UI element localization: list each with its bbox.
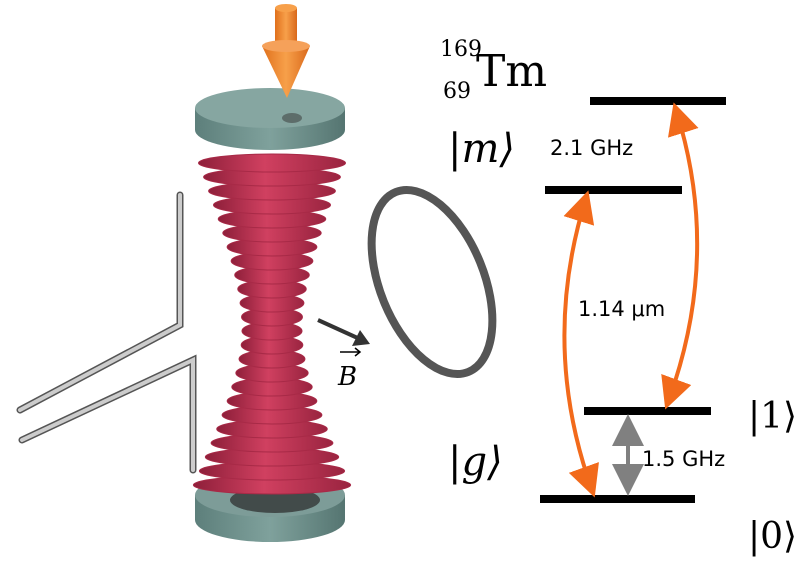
g-splitting-label: 1.5 GHz: [642, 447, 725, 471]
isotope-atomic-number: 69: [443, 79, 471, 104]
energy-levels: [540, 97, 726, 503]
field-label-b: B: [337, 362, 357, 392]
m-splitting-label: 2.1 GHz: [550, 136, 633, 160]
level-label-0: |0⟩: [748, 516, 797, 557]
level-label-g: |g⟩: [448, 439, 503, 485]
electrode-wires: [16, 191, 197, 474]
beam-wavefront: [197, 153, 347, 173]
level-label-1: |1⟩: [748, 396, 797, 437]
optical-transition-arrow: [562, 190, 599, 498]
magnetic-coil-ring: [367, 185, 497, 379]
top-mirror: [195, 88, 345, 150]
isotope-mass-number: 169: [440, 37, 482, 62]
cavity-beam: [192, 153, 352, 495]
magnetic-field-arrow: [317, 318, 370, 346]
optical-wavelength-label: 1.14 μm: [578, 297, 665, 321]
isotope-symbol: Tm: [476, 46, 547, 97]
input-laser-arrow-icon: [262, 4, 310, 98]
vector-arrow-icon: [340, 347, 362, 357]
level-label-m: |m⟩: [448, 126, 515, 172]
optical-transition-arrow-2: [661, 102, 700, 410]
